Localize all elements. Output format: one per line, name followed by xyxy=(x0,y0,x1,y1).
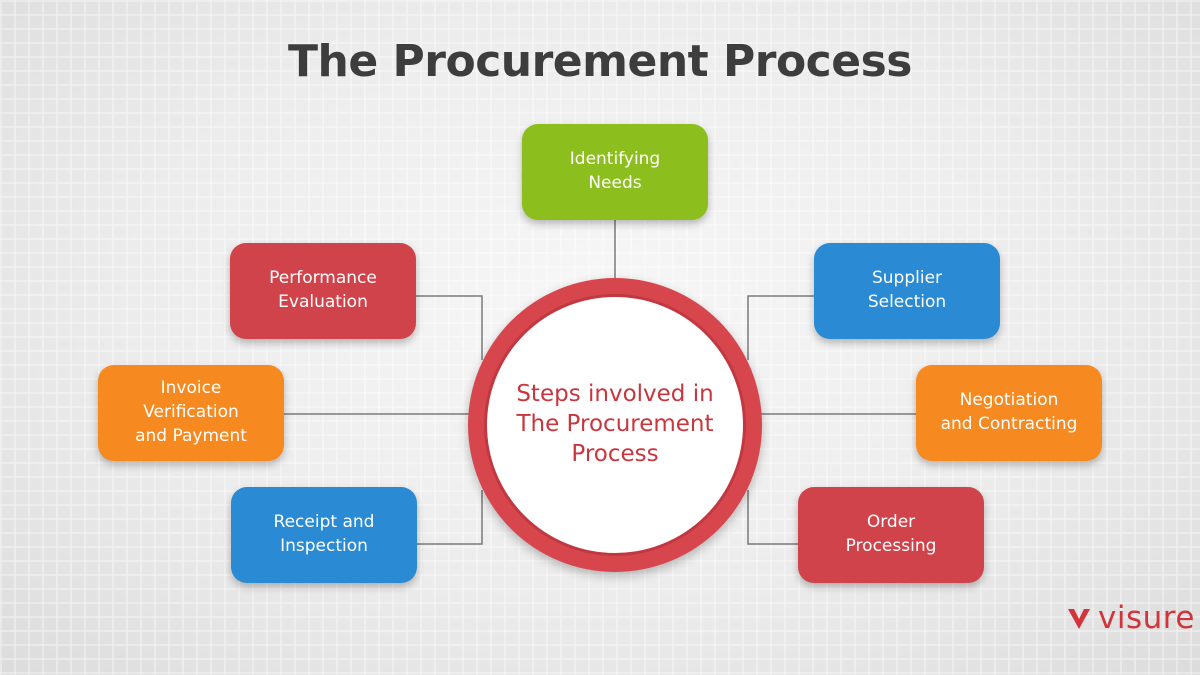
logo-text: visure xyxy=(1098,600,1195,636)
connector-order-processing xyxy=(747,490,798,545)
step-negotiation-contracting: Negotiation and Contracting xyxy=(916,365,1102,461)
step-identifying-needs: Identifying Needs xyxy=(522,124,708,220)
connector-supplier-selection xyxy=(747,295,814,360)
step-receipt-inspection: Receipt and Inspection xyxy=(231,487,417,583)
visure-logo-icon xyxy=(1068,609,1090,629)
step-performance-evaluation: Performance Evaluation xyxy=(230,243,416,339)
step-invoice-verification-payment: Invoice Verification and Payment xyxy=(98,365,284,461)
connector-receipt-inspection xyxy=(416,490,483,545)
step-supplier-selection: Supplier Selection xyxy=(814,243,1000,339)
step-order-processing: Order Processing xyxy=(798,487,984,583)
center-circle-label: Steps involved in The Procurement Proces… xyxy=(484,294,746,556)
visure-logo: visure xyxy=(1066,598,1195,638)
connector-performance-evaluation xyxy=(416,295,483,360)
page-title: The Procurement Process xyxy=(288,36,912,87)
